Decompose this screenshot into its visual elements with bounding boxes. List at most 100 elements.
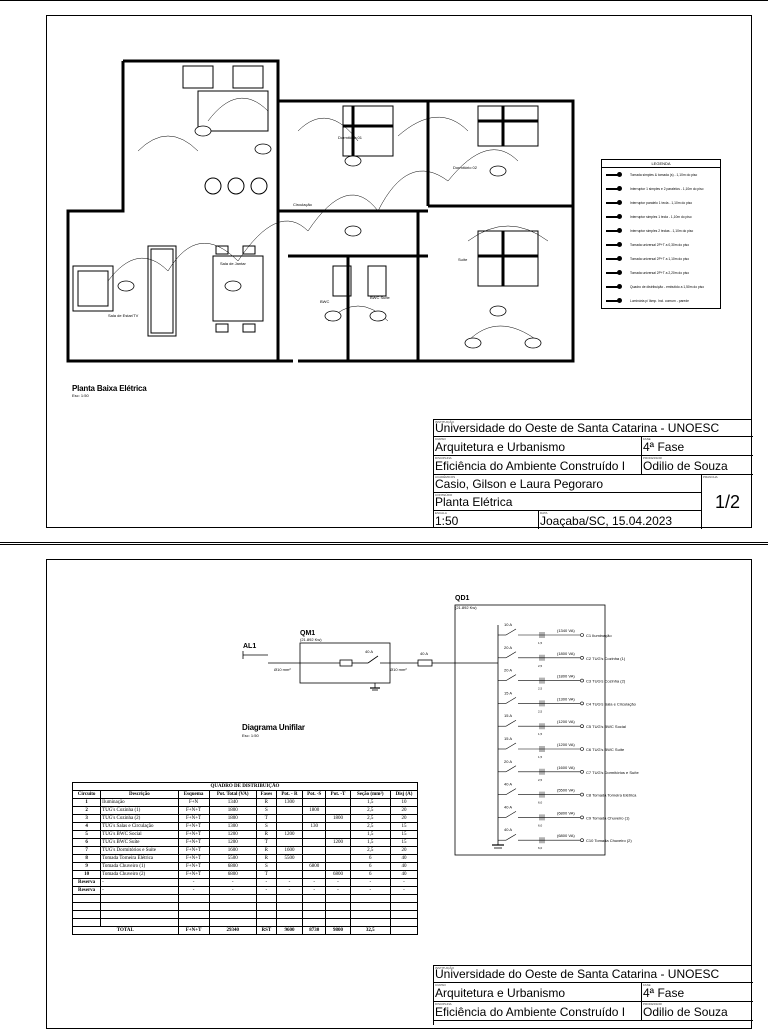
table-title: QUADRO DE DISTRIBUIÇÃO bbox=[72, 782, 418, 791]
legend-item-label: Tomada universal 2P+T a 0,30m do piso bbox=[630, 243, 690, 247]
table-cell: F+N+T bbox=[177, 830, 210, 839]
legend-dot-icon bbox=[617, 214, 622, 219]
table-cell bbox=[255, 910, 277, 919]
table-cell: Tomada Torneira Elétrica bbox=[100, 854, 179, 863]
table-header-cell: Fases bbox=[255, 790, 277, 799]
table-cell: 15 bbox=[389, 830, 419, 839]
table-cell: - bbox=[255, 886, 277, 895]
table-cell bbox=[349, 902, 391, 911]
circuit-section: 2,5 bbox=[538, 778, 543, 782]
table-cell bbox=[100, 910, 179, 919]
table-cell bbox=[255, 894, 277, 903]
circuit-breaker-rating: 20 A bbox=[504, 645, 512, 650]
table-cell bbox=[349, 910, 391, 919]
table-cell: - bbox=[177, 886, 210, 895]
table-cell bbox=[302, 910, 327, 919]
legend-item-label: Tomada simples & tomada (s) - 1,10m do p… bbox=[630, 173, 698, 177]
legend-dot-icon bbox=[617, 298, 622, 303]
circuit-label: C2 TUG's Cozinha (1) bbox=[586, 656, 626, 661]
table-cell bbox=[302, 846, 327, 855]
plan-scale: Esc: 1:50 bbox=[72, 393, 89, 398]
table-cell: Reserva bbox=[71, 878, 102, 887]
table-cell: 20 bbox=[389, 846, 419, 855]
table-total-cell: TOTAL bbox=[72, 926, 179, 935]
table-cell bbox=[325, 918, 351, 927]
circuit-power: (5500 VA) bbox=[557, 788, 575, 793]
qm1-power: (21.892 Kw) bbox=[300, 637, 322, 642]
plan-title: Planta Baixa Elétrica bbox=[72, 384, 147, 393]
table-header-cell: Seção (mm²) bbox=[349, 790, 391, 799]
table-total-cell: 29340 bbox=[208, 926, 257, 935]
table-cell: 1200 bbox=[208, 838, 257, 847]
room-label: Suíte bbox=[458, 257, 468, 262]
sheet-1-frame bbox=[46, 15, 752, 528]
legend-item: Quadro de distribuição - embutido a 1,50… bbox=[602, 280, 720, 294]
table-cell: - bbox=[349, 886, 391, 895]
circuit-branch: 20 A(1800 VA)C2 TUG's Cozinha (1)2,5 bbox=[498, 645, 626, 668]
section-b: Ø10 mm² bbox=[390, 667, 407, 672]
legend-symbol-icon bbox=[606, 230, 620, 232]
table-cell: F+N+T bbox=[177, 806, 210, 815]
table-cell bbox=[302, 870, 327, 879]
table-cell: 2 bbox=[71, 806, 102, 815]
table-row bbox=[71, 902, 419, 911]
table-cell bbox=[177, 902, 210, 911]
table-cell: R bbox=[255, 830, 277, 839]
table-cell bbox=[302, 902, 327, 911]
circuit-power: (1800 VA) bbox=[557, 651, 575, 656]
circuit-section: 2,5 bbox=[538, 687, 543, 691]
table-row bbox=[71, 910, 419, 919]
legend-item: Tomada universal 2P+T a 1,10m do piso bbox=[602, 252, 720, 266]
table-cell: 2,5 bbox=[349, 846, 391, 855]
legend-dot-icon bbox=[617, 228, 622, 233]
table-cell: - bbox=[325, 878, 351, 887]
table-cell: R bbox=[255, 854, 277, 863]
circuit-breaker-rating: 20 A bbox=[504, 668, 512, 673]
legend-item: Tomada simples & tomada (s) - 1,10m do p… bbox=[602, 168, 720, 182]
table-cell: 6 bbox=[349, 854, 391, 863]
table-cell: 2,5 bbox=[349, 822, 391, 831]
breaker-switch-icon bbox=[505, 674, 517, 681]
table-cell: 5500 bbox=[208, 854, 257, 863]
table-cell: 4 bbox=[71, 822, 102, 831]
table-cell bbox=[208, 894, 257, 903]
tb-university: Universidade do Oeste de Santa Catarina … bbox=[435, 421, 720, 435]
legend-symbol-icon bbox=[606, 272, 620, 274]
section-a: Ø10 mm² bbox=[274, 667, 291, 672]
table-cell: 9 bbox=[71, 862, 102, 871]
table-cell bbox=[275, 862, 304, 871]
table-cell bbox=[325, 798, 351, 807]
legend-symbol-icon bbox=[606, 216, 620, 218]
table-cell bbox=[302, 894, 327, 903]
table-cell: R bbox=[255, 798, 277, 807]
table-cell: - bbox=[275, 886, 304, 895]
table-cell bbox=[325, 854, 351, 863]
circuit-section: 1,5 bbox=[538, 732, 543, 736]
table-cell: Reserva bbox=[71, 886, 102, 895]
room-label: BWC bbox=[320, 299, 329, 304]
table-cell bbox=[325, 806, 351, 815]
circuit-end-icon bbox=[580, 815, 584, 820]
table-cell bbox=[275, 822, 304, 831]
breaker-switch-icon bbox=[505, 651, 517, 659]
table-cell bbox=[71, 918, 102, 927]
table-cell: 7 bbox=[71, 846, 102, 855]
table-cell bbox=[275, 894, 304, 903]
room-label: Dormitório 01 bbox=[338, 135, 363, 140]
table-cell: F+N+T bbox=[177, 846, 210, 855]
circuit-power: (1800 VA) bbox=[557, 674, 575, 679]
al1-label: AL1 bbox=[243, 643, 256, 650]
table-cell: 20 bbox=[389, 814, 419, 823]
table-cell: TUG's Cozinha (1) bbox=[100, 806, 179, 815]
circuit-end-icon bbox=[580, 747, 584, 751]
legend-dot-icon bbox=[617, 242, 622, 247]
table-cell bbox=[100, 918, 179, 927]
circuit-end-icon bbox=[580, 770, 584, 774]
table-row: Reserva--------- bbox=[71, 878, 419, 887]
circuit-end-icon bbox=[580, 701, 584, 706]
table-cell bbox=[349, 918, 391, 927]
